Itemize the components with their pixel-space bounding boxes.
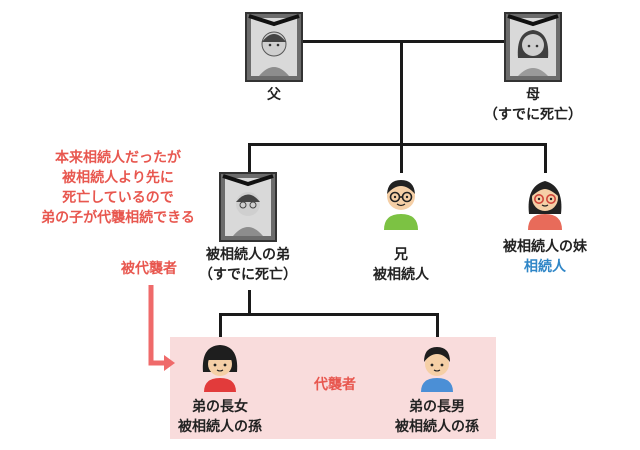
substitution-arrow xyxy=(148,285,175,371)
marriage-line xyxy=(300,40,508,43)
brother-children-drop xyxy=(248,290,251,314)
mother-portrait xyxy=(504,12,562,82)
woman-with-glasses-icon xyxy=(528,181,562,230)
sibling-drop-middle xyxy=(400,143,403,173)
younger-brother-portrait xyxy=(219,172,277,242)
substituted-heir-label: 被代襲者 xyxy=(121,261,177,277)
eldest-daughter-label: 弟の長女 xyxy=(192,399,248,415)
younger-sister-label: 被相続人の妹 xyxy=(503,239,587,255)
eldest-son-status: 被相続人の孫 xyxy=(395,419,479,435)
younger-sister-figure xyxy=(520,174,570,230)
deceased-man-portrait-icon xyxy=(219,172,277,242)
child-drop-left xyxy=(219,313,222,343)
deceased-woman-portrait-icon xyxy=(504,12,562,82)
note-line: 弟の子が代襲相続できる xyxy=(41,210,195,226)
younger-brother-label: 被相続人の弟 xyxy=(206,247,290,263)
older-brother-status: 被相続人 xyxy=(373,267,429,283)
older-brother-figure xyxy=(376,174,426,230)
younger-sister-status: 相続人 xyxy=(524,259,566,275)
father-label: 父 xyxy=(267,87,281,103)
sibling-drop-right xyxy=(544,143,547,173)
deceased-man-portrait-icon xyxy=(245,12,303,82)
father-portrait xyxy=(245,12,303,82)
children-bar-line xyxy=(219,313,439,316)
note-line: 死亡しているので xyxy=(62,190,174,206)
girl-icon xyxy=(202,345,238,392)
siblings-bar-line xyxy=(248,143,546,146)
child-drop-right xyxy=(436,313,439,343)
older-brother-label: 兄 xyxy=(394,247,408,263)
note-line: 本来相続人だったが xyxy=(55,150,181,166)
mother-label: 母 xyxy=(526,87,540,103)
substitution-note: 本来相続人だったが 被相続人より先に 死亡しているので 弟の子が代襲相続できる xyxy=(18,148,218,228)
eldest-daughter-status: 被相続人の孫 xyxy=(178,419,262,435)
eldest-son-label: 弟の長男 xyxy=(409,399,465,415)
eldest-daughter-figure xyxy=(197,340,243,392)
boy-icon xyxy=(421,347,453,392)
man-with-glasses-icon xyxy=(384,180,418,230)
mother-status: （すでに死亡） xyxy=(483,107,583,123)
substitute-heirs-label: 代襲者 xyxy=(314,377,356,393)
parents-drop-line xyxy=(400,40,403,144)
younger-brother-status: （すでに死亡） xyxy=(198,267,298,283)
eldest-son-figure xyxy=(414,340,460,392)
note-line: 被相続人より先に xyxy=(62,170,174,186)
sibling-drop-left xyxy=(248,143,251,173)
